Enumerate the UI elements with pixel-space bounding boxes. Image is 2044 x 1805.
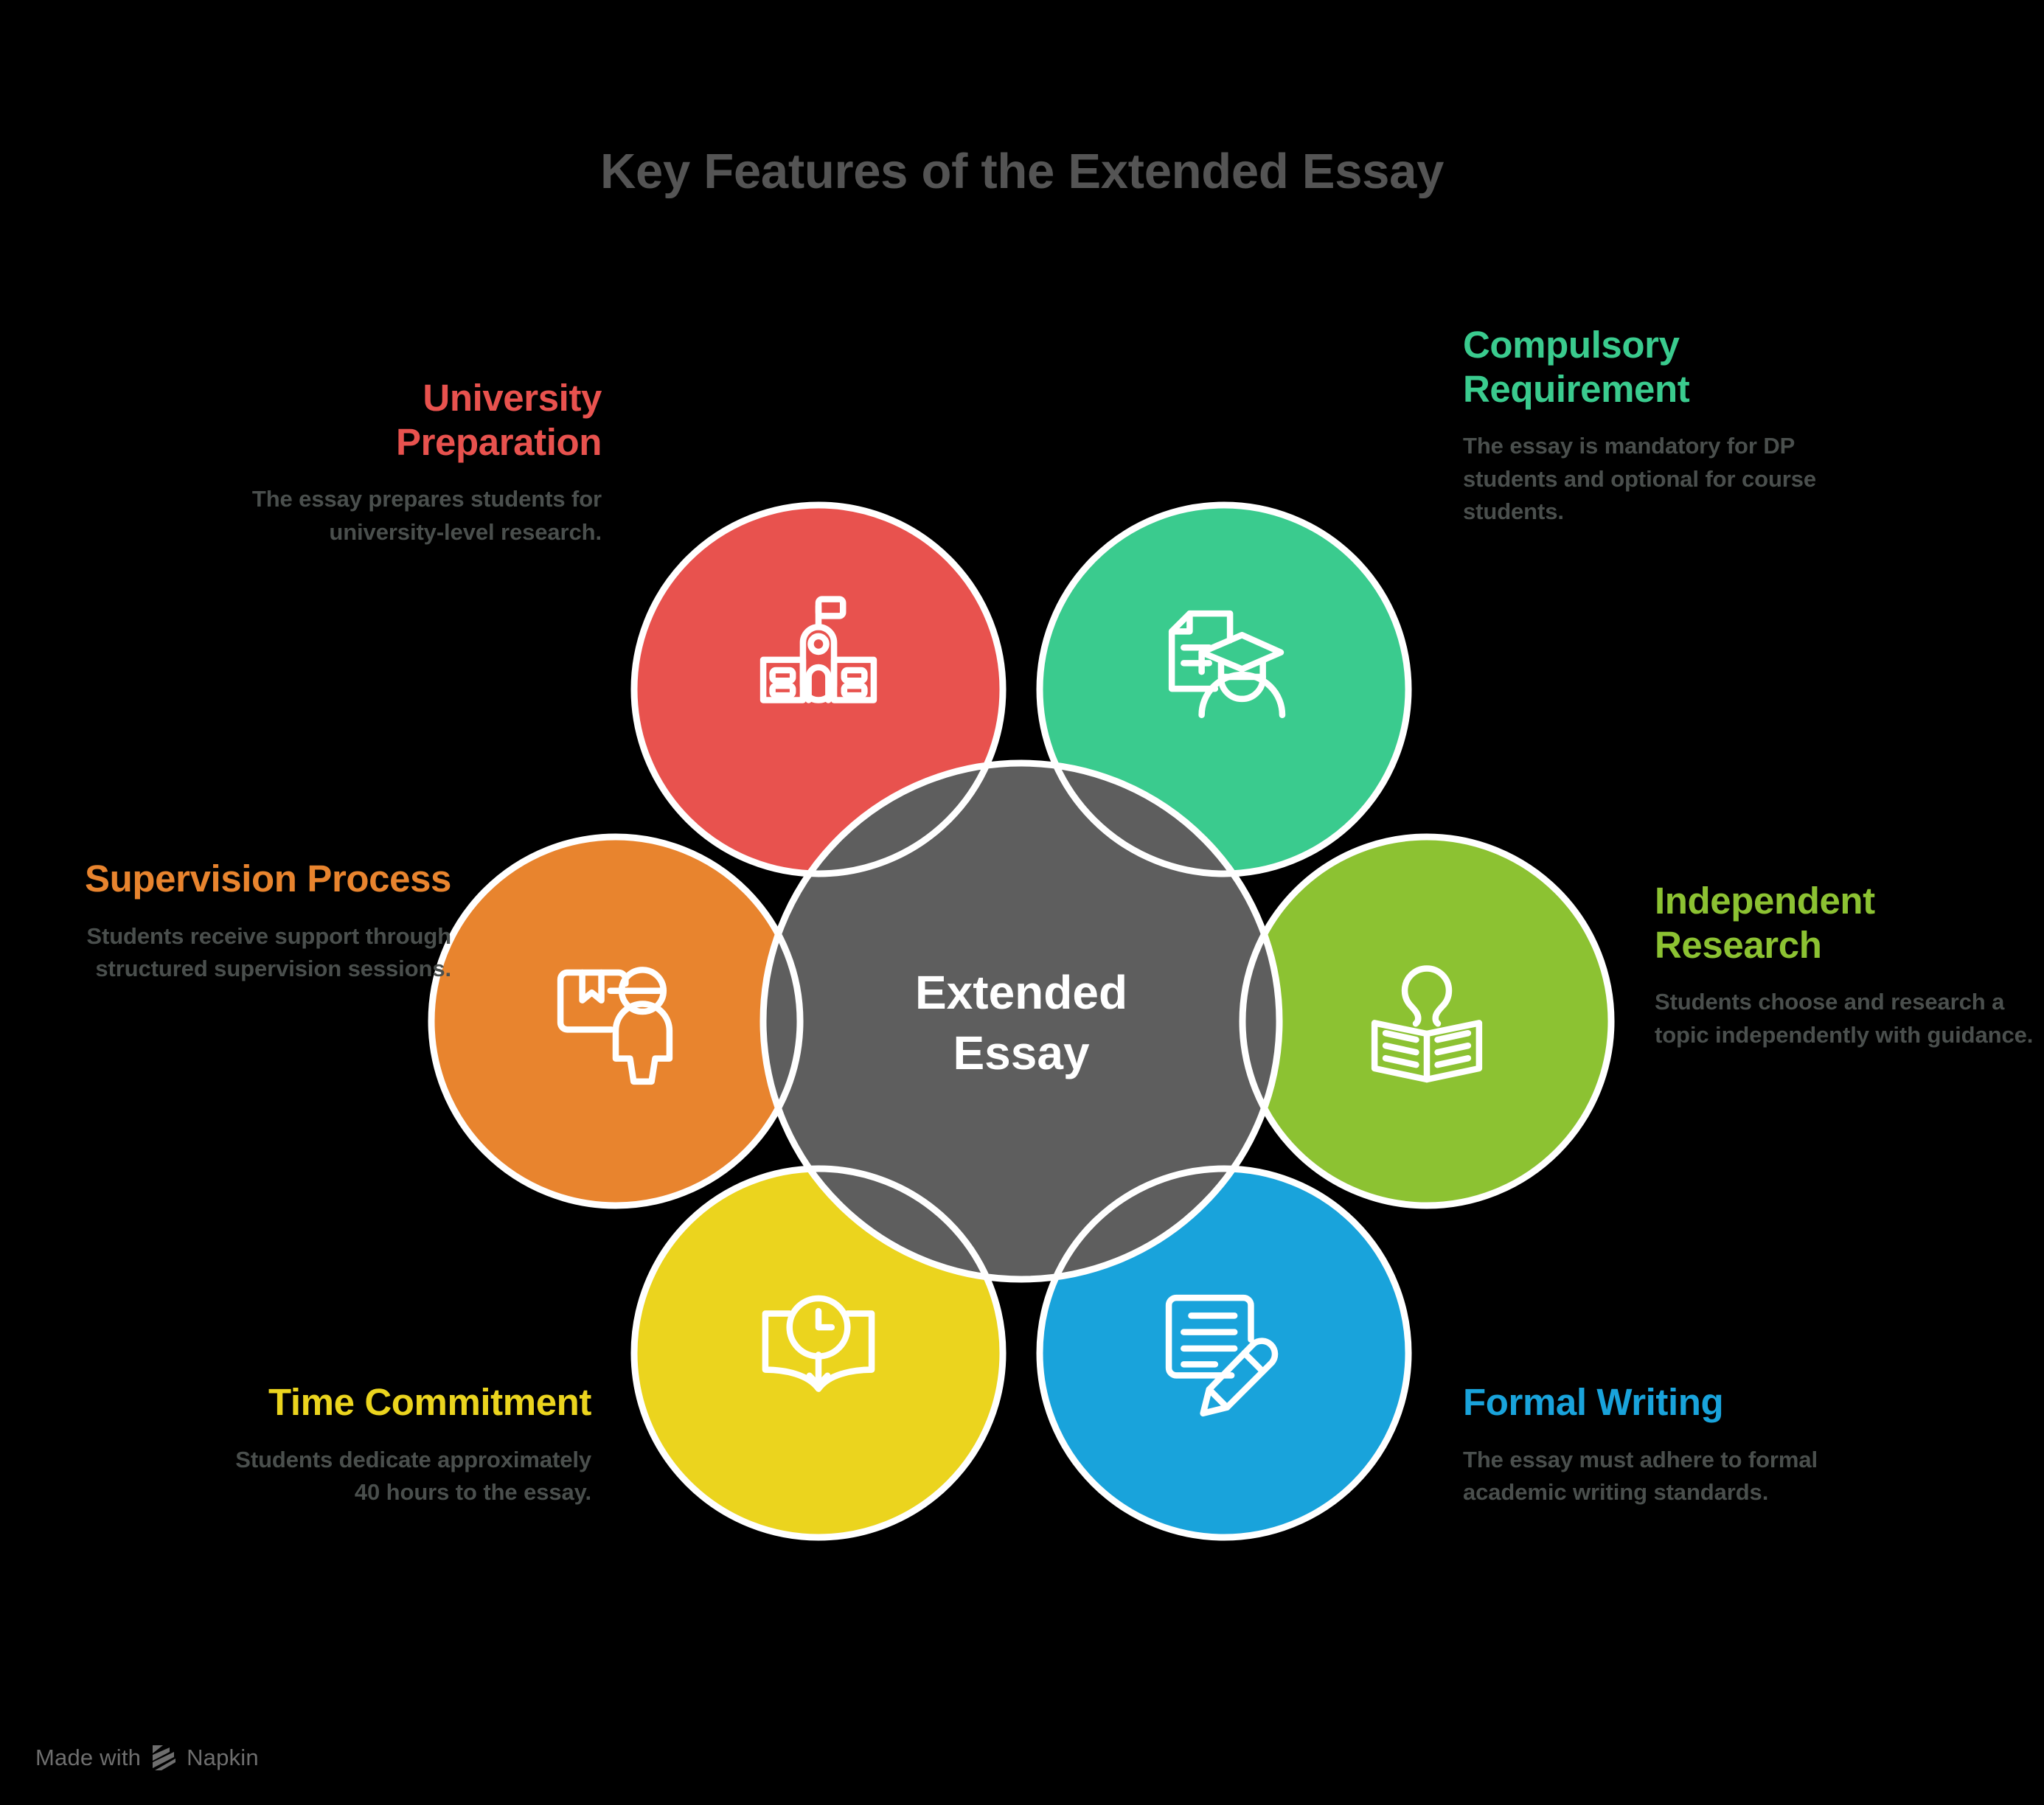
- callout-independent-research: Independent Research Students choose and…: [1655, 879, 2038, 1051]
- document-pencil-icon: [1165, 1294, 1279, 1417]
- callout-time-commitment: Time Commitment Students dedicate approx…: [208, 1380, 591, 1509]
- made-with-napkin-badge[interactable]: Made with Napkin: [35, 1745, 259, 1771]
- callout-compulsory-requirement: Compulsory Requirement The essay is mand…: [1463, 323, 1846, 528]
- center-hub-circle[interactable]: [759, 759, 1283, 1283]
- callout-formal-writing: Formal Writing The essay must adhere to …: [1463, 1380, 1846, 1509]
- callout-title-supervision-process: Supervision Process: [85, 858, 451, 900]
- callout-title-compulsory-requirement: Compulsory Requirement: [1463, 324, 1690, 410]
- callout-description-university-preparation: The essay prepares students for universi…: [251, 486, 602, 545]
- supervisor-person-icon: [557, 967, 673, 1085]
- page-title: Key Features of the Extended Essay: [599, 144, 1445, 199]
- callout-description-formal-writing: The essay must adhere to formal academic…: [1463, 1446, 1818, 1505]
- made-with-label: Made with: [35, 1745, 142, 1770]
- napkin-logo-icon: [151, 1745, 176, 1771]
- callout-title-independent-research: Independent Research: [1655, 880, 1875, 966]
- callout-description-supervision-process: Students receive support through structu…: [86, 922, 451, 981]
- callout-university-preparation: University Preparation The essay prepare…: [218, 376, 602, 549]
- school-building-icon: [759, 596, 877, 703]
- callout-description-independent-research: Students choose and research a topic ind…: [1655, 989, 2034, 1048]
- book-clock-icon: [762, 1295, 875, 1392]
- callout-title-formal-writing: Formal Writing: [1463, 1381, 1724, 1423]
- napkin-brand-label: Napkin: [187, 1745, 259, 1770]
- petal-independent-research[interactable]: [1239, 833, 1615, 1209]
- callout-description-compulsory-requirement: The essay is mandatory for DP students a…: [1463, 433, 1817, 524]
- callout-supervision-process: Supervision Process Students receive sup…: [68, 857, 451, 985]
- book-lightbulb-icon: [1371, 965, 1483, 1083]
- callout-title-time-commitment: Time Commitment: [268, 1381, 591, 1423]
- center-label-line1: Extended: [915, 966, 1127, 1019]
- center-label-line2: Essay: [953, 1026, 1089, 1079]
- petal-outlines-overlay: [763, 763, 1279, 1279]
- document-graduate-icon: [1168, 610, 1286, 719]
- callout-title-university-preparation: University Preparation: [395, 377, 602, 463]
- callout-description-time-commitment: Students dedicate approximately 40 hours…: [235, 1446, 591, 1505]
